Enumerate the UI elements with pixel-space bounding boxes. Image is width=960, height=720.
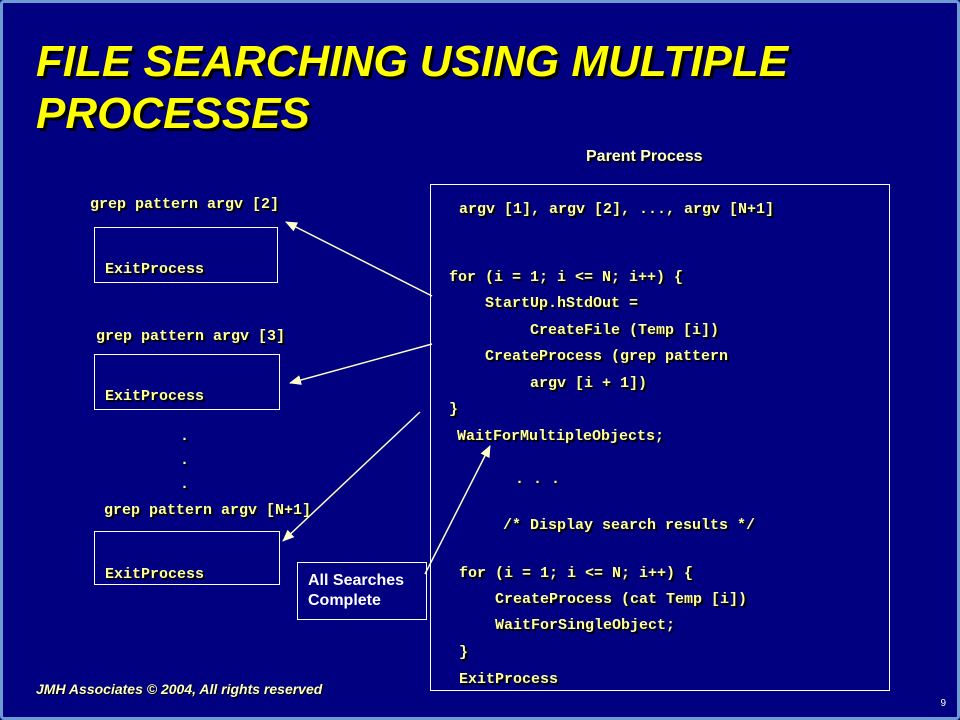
code-exit: ExitProcess [459,671,559,688]
code-loop1-line-6: } [449,401,459,418]
dot-3: . [180,476,190,493]
child-1-label: grep pattern argv [2] [90,196,280,213]
code-loop1-line-3: CreateFile (Temp [i]) [449,322,720,339]
child-1-box: ExitProcess [94,227,278,283]
child-n-label: grep pattern argv [N+1] [104,502,312,519]
child-2-label: grep pattern argv [3] [96,328,286,345]
code-loop1-line-4: CreateProcess (grep pattern [449,348,729,365]
code-loop1-line-1: for (i = 1; i <= N; i++) { [449,269,684,286]
code-loop1-line-2: StartUp.hStdOut = [449,295,639,312]
arrow-to-child-2 [289,343,433,385]
child-2-box: ExitProcess [94,354,280,410]
page-number: 9 [940,698,946,709]
all-searches-complete-callout: All Searches Complete [297,562,427,620]
callout-line-2: Complete [308,592,381,609]
code-ellipsis: . . . [515,471,561,488]
parent-process-panel: argv [1], argv [2], ..., argv [N+1] for … [430,184,890,691]
arrow-to-child-1 [285,221,433,297]
code-loop2-line-3: WaitForSingleObject; [459,617,676,634]
child-1-exit: ExitProcess [105,261,205,278]
dot-1: . [180,428,190,445]
code-wait-multiple: WaitForMultipleObjects; [457,428,665,445]
dot-2: . [180,452,190,469]
code-loop2-line-1: for (i = 1; i <= N; i++) { [459,565,694,582]
code-args: argv [1], argv [2], ..., argv [N+1] [459,201,775,218]
parent-process-label: Parent Process [586,148,703,165]
arrow-to-child-n [282,411,421,542]
footer-copyright: JMH Associates © 2004, All rights reserv… [36,681,323,697]
child-2-exit: ExitProcess [105,388,205,405]
slide-title: FILE SEARCHING USING MULTIPLE PROCESSES [36,37,789,138]
code-loop2-line-4: } [459,644,469,661]
callout-line-1: All Searches [308,572,405,589]
arrow-callout-to-wait [424,445,491,575]
child-n-exit: ExitProcess [105,566,205,583]
child-n-box: ExitProcess [94,531,280,585]
code-loop1-line-5: argv [i + 1]) [449,375,648,392]
code-loop2-line-2: CreateProcess (cat Temp [i]) [459,591,748,608]
code-comment: /* Display search results */ [503,517,756,534]
